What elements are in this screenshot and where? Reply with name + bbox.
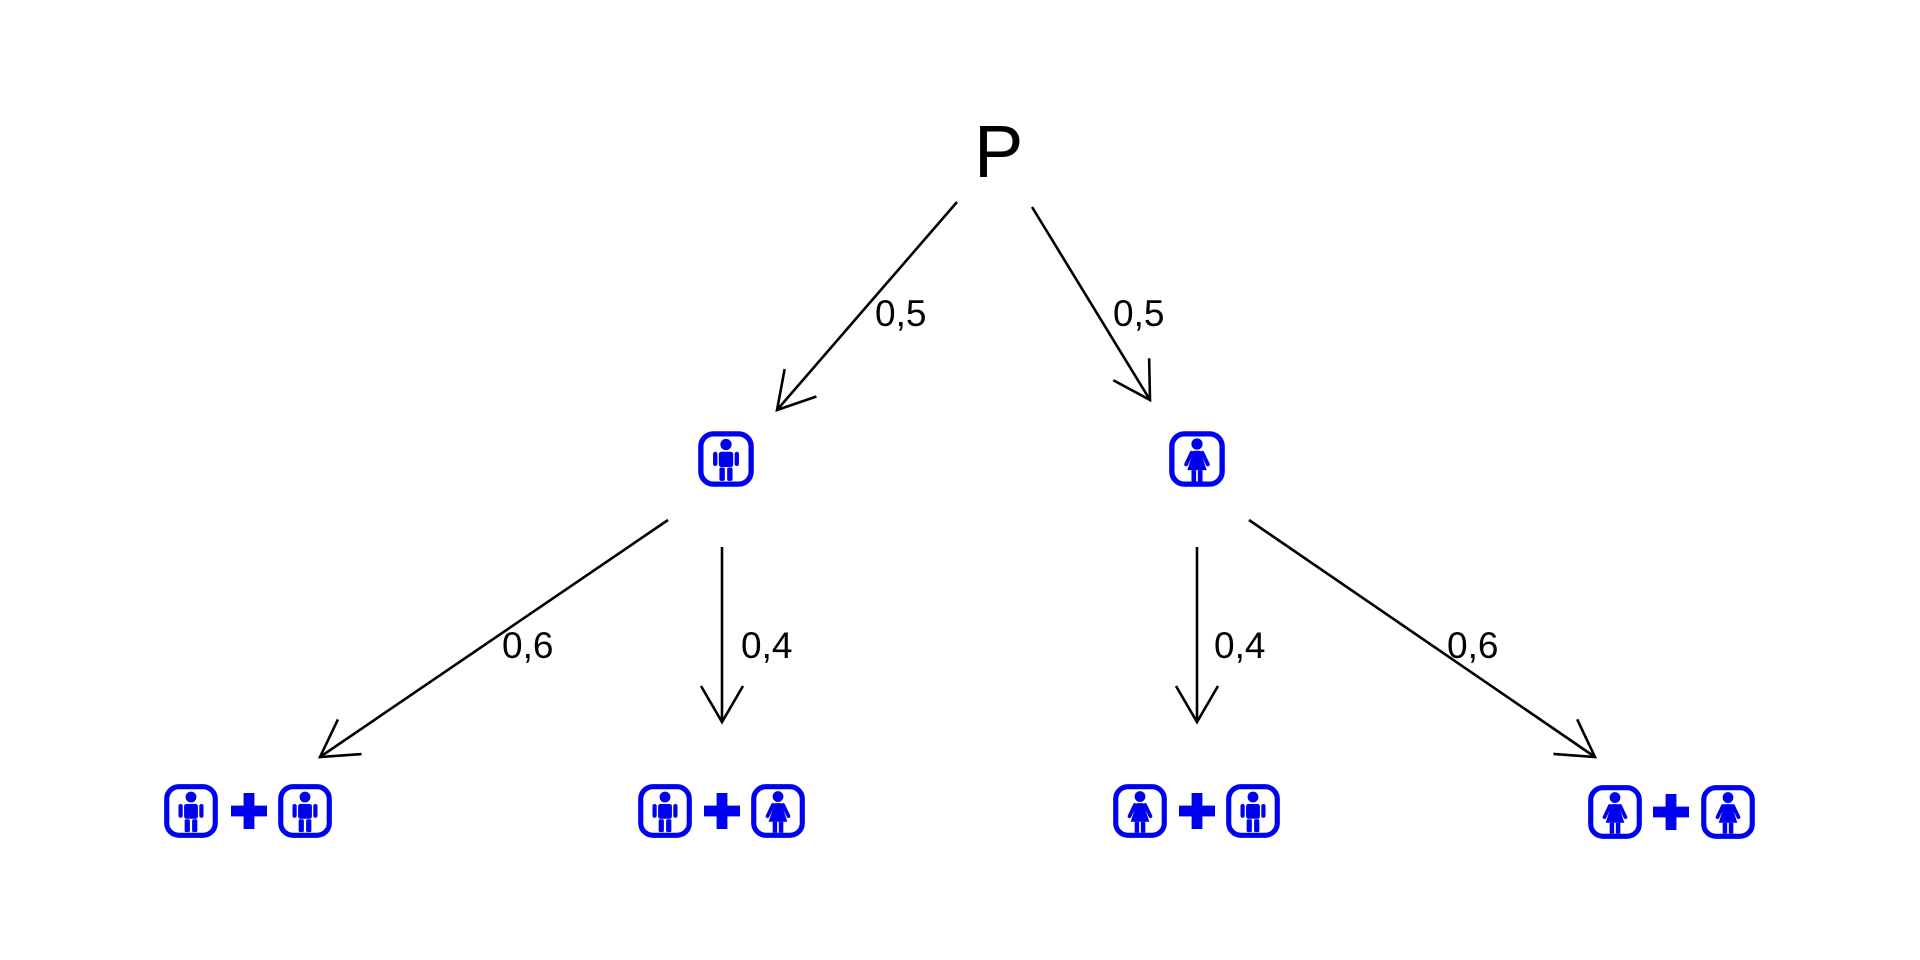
leaf-female-male <box>1116 787 1278 836</box>
male-restroom-icon <box>1229 787 1278 836</box>
branch-female-to-female-female: 0,6 <box>1248 518 1598 759</box>
root-node-label: P <box>974 110 1023 193</box>
leaf-male-male <box>167 787 330 836</box>
leaf-male-female <box>641 787 803 836</box>
male-restroom-icon <box>167 787 216 836</box>
plus-icon <box>231 793 267 829</box>
female-restroom-icon <box>1591 788 1640 837</box>
female-restroom-icon <box>1116 787 1165 836</box>
male-restroom-icon <box>281 787 330 836</box>
branch-arrow <box>775 201 958 412</box>
branch-arrow <box>317 518 669 759</box>
female-restroom-icon <box>1172 434 1222 484</box>
branch-probability-label: 0,6 <box>502 625 553 666</box>
leaf-female-female <box>1591 788 1753 837</box>
female-restroom-icon <box>754 787 803 836</box>
branch-male-to-male-female: 0,4 <box>699 547 792 725</box>
branch-probability-label: 0,5 <box>875 293 926 334</box>
branch-female-to-female-male: 0,4 <box>1174 547 1265 725</box>
node-female <box>1172 434 1222 484</box>
branch-probability-label: 0,6 <box>1447 625 1498 666</box>
branch-arrow <box>1030 206 1152 403</box>
node-male <box>701 434 751 484</box>
branch-root-to-male: 0,5 <box>775 201 958 412</box>
branch-male-to-male-male: 0,6 <box>317 518 669 759</box>
plus-icon <box>1179 793 1215 829</box>
branch-root-to-female: 0,5 <box>1030 206 1164 403</box>
plus-icon <box>1653 794 1689 830</box>
plus-icon <box>704 793 740 829</box>
branch-probability-label: 0,5 <box>1113 293 1164 334</box>
male-restroom-icon <box>641 787 690 836</box>
branch-probability-label: 0,4 <box>1214 625 1265 666</box>
branch-arrow <box>1248 518 1598 759</box>
female-restroom-icon <box>1704 788 1753 837</box>
branch-probability-label: 0,4 <box>741 625 792 666</box>
male-restroom-icon <box>701 434 751 484</box>
